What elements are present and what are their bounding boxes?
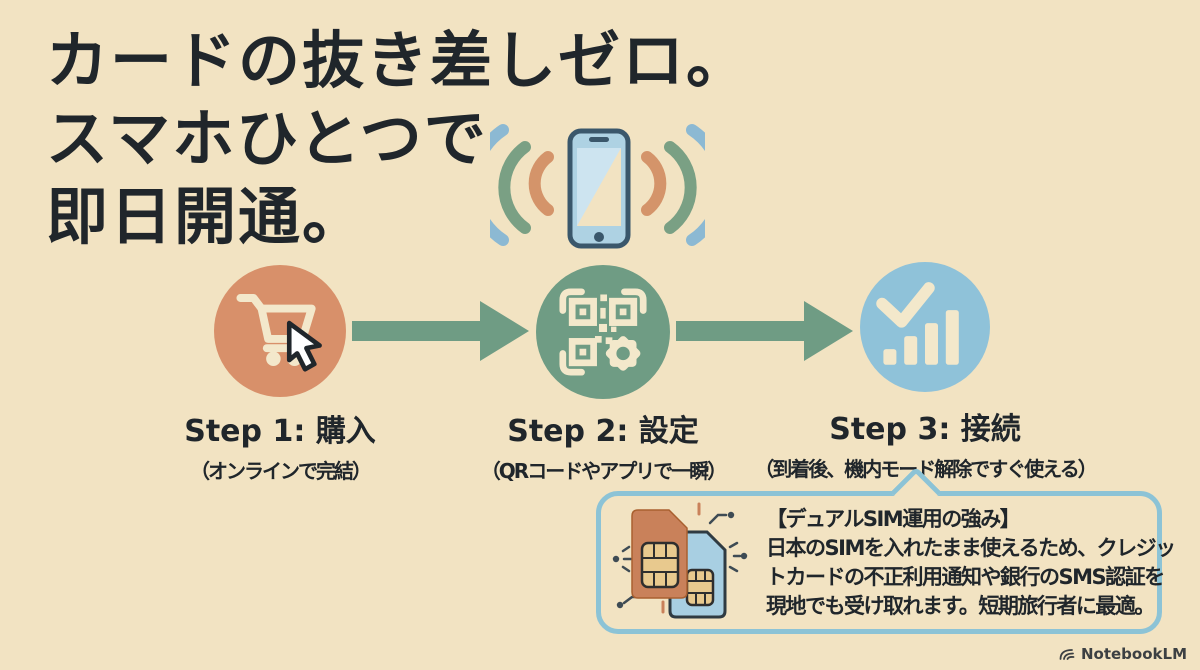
cursor-arrow-icon xyxy=(286,320,322,372)
notebooklm-logo-icon xyxy=(1059,648,1075,660)
step1-subtitle: （オンラインで完結） xyxy=(190,459,372,483)
step2-label-block: Step 2: 設定 （QRコードやアプリで一瞬） xyxy=(428,406,778,484)
step3-check-bars-icon xyxy=(860,262,990,392)
sim-chip-orange xyxy=(640,541,680,589)
headline-line-3: 即日開通。 xyxy=(46,180,367,253)
arrow-icon-2 xyxy=(676,301,853,361)
callout-body-line-1: 日本のSIMを入れたまま使えるため、クレジッ xyxy=(766,536,1176,560)
watermark-label: NotebookLM xyxy=(1080,645,1187,663)
callout-heading: 【デュアルSIM運用の強み】 xyxy=(766,507,1021,531)
step3-label-block: Step 3: 接続 （到着後、機内モード解除ですぐ使える） xyxy=(705,404,1145,482)
arrow-icon-1 xyxy=(352,301,529,361)
step2-subtitle: （QRコードやアプリで一瞬） xyxy=(480,459,727,483)
step3-title: Step 3: 接続 xyxy=(829,412,1021,447)
headline-line-2: スマホひとつで xyxy=(46,102,488,175)
callout-body-line-3: 現地でも受け取れます。短期旅行者に最適。 xyxy=(766,594,1155,618)
callout-text-block: 【デュアルSIM運用の強み】 日本のSIMを入れたまま使えるため、クレジッ トカ… xyxy=(766,505,1176,621)
headline: カードの抜き差しゼロ。 スマホひとつで 即日開通。 xyxy=(46,22,750,256)
smartphone-signal-icon xyxy=(467,110,728,255)
step1-cart-icon xyxy=(214,265,346,397)
callout-body-line-2: トカードの不正利用通知や銀行のSMS認証を xyxy=(766,565,1165,589)
step2-qr-gear-icon xyxy=(536,265,670,399)
headline-line-1: カードの抜き差しゼロ。 xyxy=(46,24,751,97)
sim-chip-blue xyxy=(685,568,715,607)
step2-title: Step 2: 設定 xyxy=(507,414,699,449)
step1-title: Step 1: 購入 xyxy=(184,414,376,449)
notebooklm-watermark: NotebookLM xyxy=(1058,645,1187,663)
gear-icon xyxy=(605,336,641,371)
step1-label-block: Step 1: 購入 （オンラインで完結） xyxy=(105,406,455,484)
dual-sim-icon xyxy=(606,499,756,634)
dual-sim-callout xyxy=(596,491,1162,634)
